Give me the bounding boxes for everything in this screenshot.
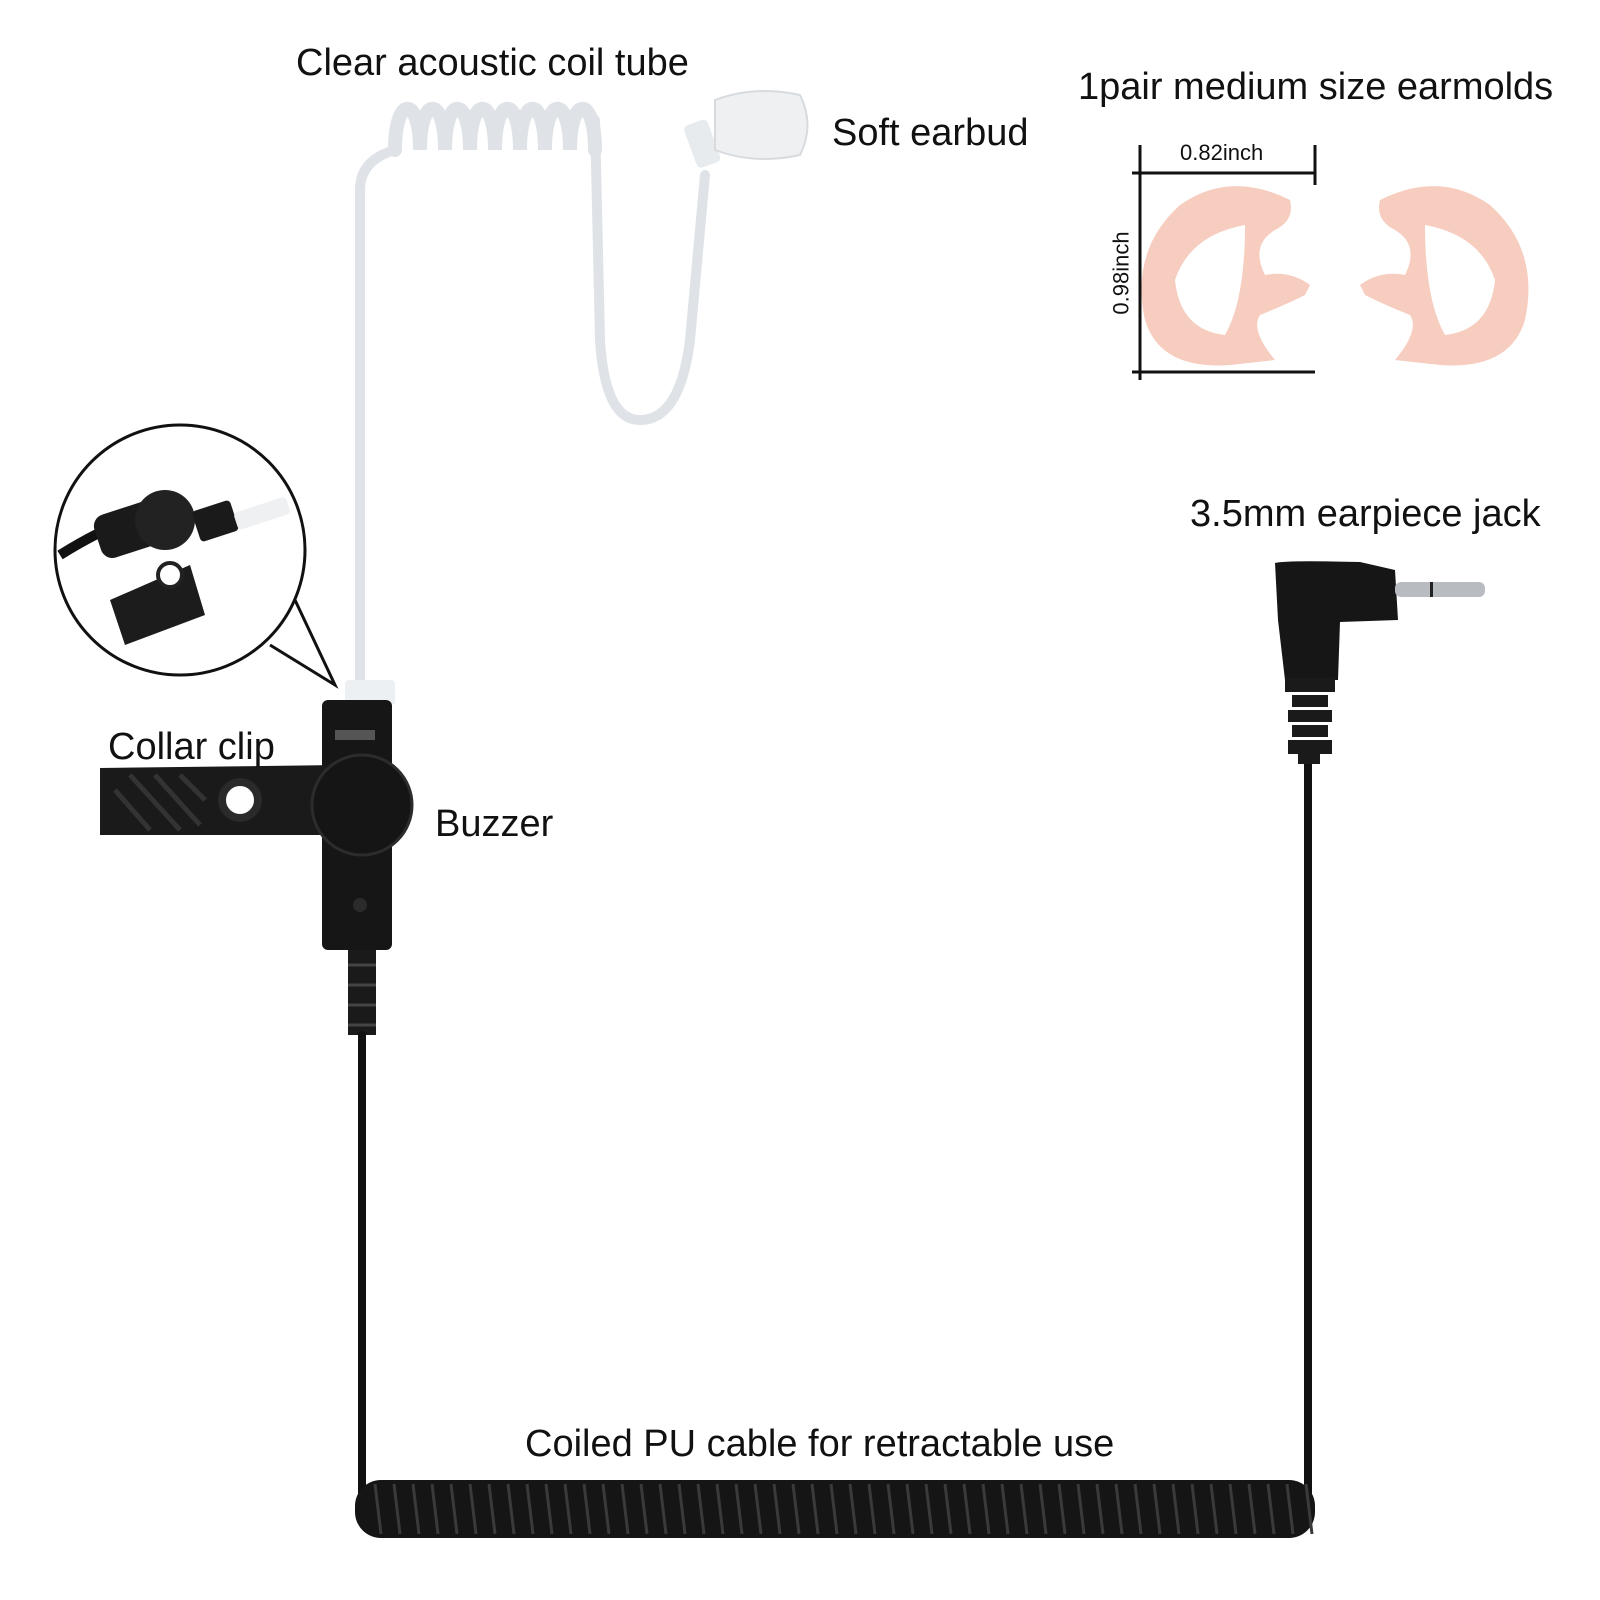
earmold-right bbox=[1360, 186, 1529, 366]
buzzer-assembly bbox=[100, 680, 414, 1035]
label-earmolds: 1pair medium size earmolds bbox=[1078, 66, 1554, 108]
label-earmold-height: 0.98inch bbox=[1108, 231, 1134, 315]
earpiece-jack-3-5mm bbox=[1275, 561, 1485, 764]
coiled-pu-cable bbox=[355, 1480, 1315, 1538]
label-soft-earbud: Soft earbud bbox=[832, 112, 1029, 154]
label-jack: 3.5mm earpiece jack bbox=[1190, 493, 1541, 535]
label-coil-tube: Clear acoustic coil tube bbox=[296, 42, 689, 84]
label-coiled-cable: Coiled PU cable for retractable use bbox=[525, 1423, 1115, 1465]
clear-acoustic-coil-tube bbox=[355, 101, 710, 705]
cable bbox=[358, 756, 1312, 1509]
label-collar-clip: Collar clip bbox=[108, 726, 275, 768]
buzzer-zoom-callout bbox=[53, 423, 339, 689]
label-buzzer: Buzzer bbox=[435, 803, 554, 845]
label-earmold-width: 0.82inch bbox=[1180, 140, 1264, 165]
earmolds-pair bbox=[1132, 145, 1529, 380]
soft-earbud bbox=[684, 90, 809, 168]
earmold-left bbox=[1141, 186, 1310, 366]
